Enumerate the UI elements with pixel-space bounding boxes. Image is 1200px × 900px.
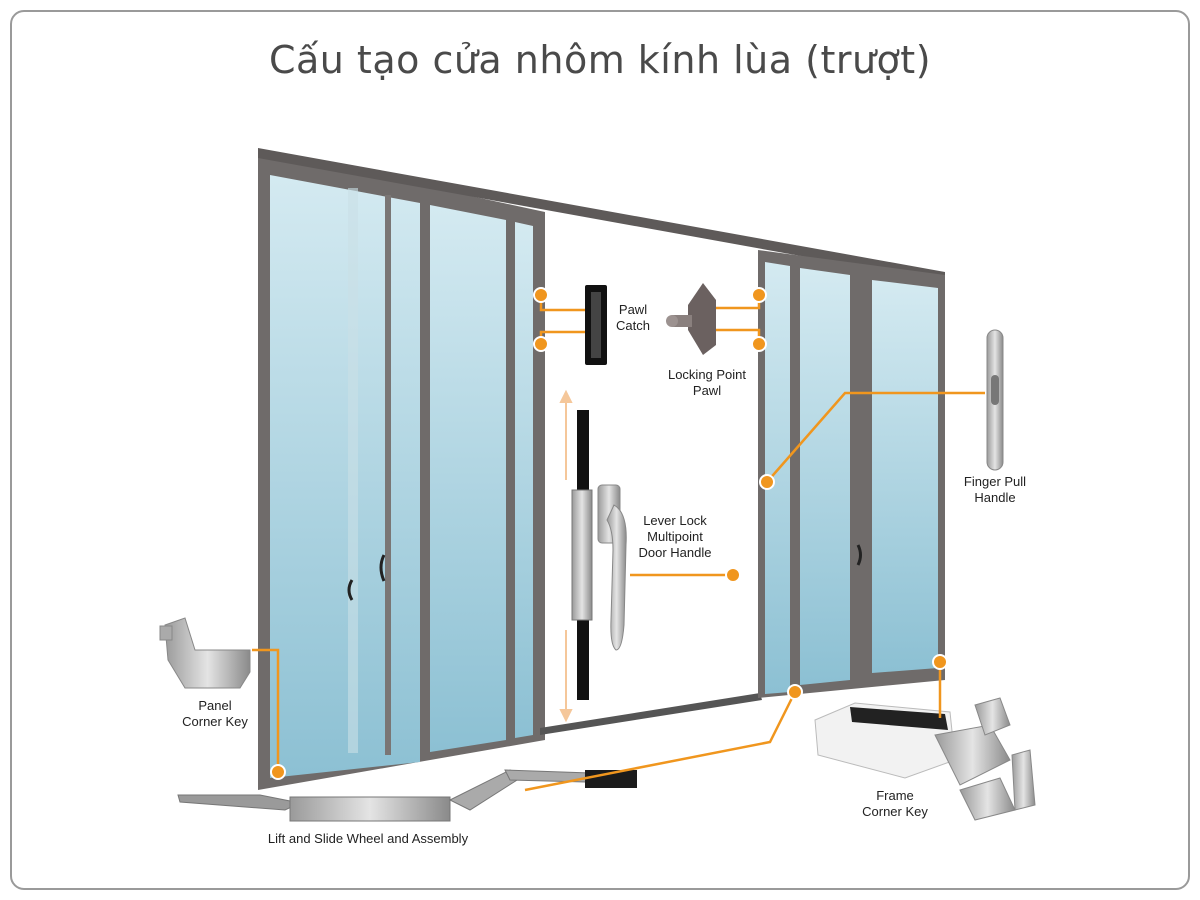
left-glass-panel-3 [515,222,533,738]
lift-slide-wheel-label: Lift and Slide Wheel and Assembly [267,831,469,846]
page-title: Cấu tạo cửa nhôm kính lùa (trượt) [268,38,932,82]
top-rail [258,148,945,282]
left-door-handle [347,579,354,601]
panel-corner-key-part [159,617,251,689]
bottom-track [540,693,762,735]
left-glass-panel-1 [270,175,420,778]
frame-corner-key-label: Frame Corner Key [862,788,928,819]
panel-corner-key-label: Panel Corner Key [182,698,248,729]
right-glass-panel-2 [872,280,938,673]
right-glass-panel-1 [800,268,850,685]
lift-slide-wheel-part [177,769,637,822]
callout-dots [270,287,948,780]
left-glass-panel-2 [430,205,506,752]
callout-lines [252,295,985,792]
left-door-frame [258,150,545,790]
pawl-catch-label: Pawl Catch [616,302,650,333]
lever-lock-handle-part [571,410,627,700]
right-door-frame [758,250,945,698]
frame-corner-key-part [814,697,1036,821]
lever-lock-handle-label: Lever Lock Multipoint Door Handle [638,513,712,560]
finger-pull-handle-part [986,329,1004,471]
locking-point-pawl-label: Locking Point Pawl [667,367,747,398]
locking-point-pawl-part [666,283,716,355]
travel-arrows [559,389,573,723]
finger-pull-handle-label: Finger Pull Handle [963,474,1027,505]
